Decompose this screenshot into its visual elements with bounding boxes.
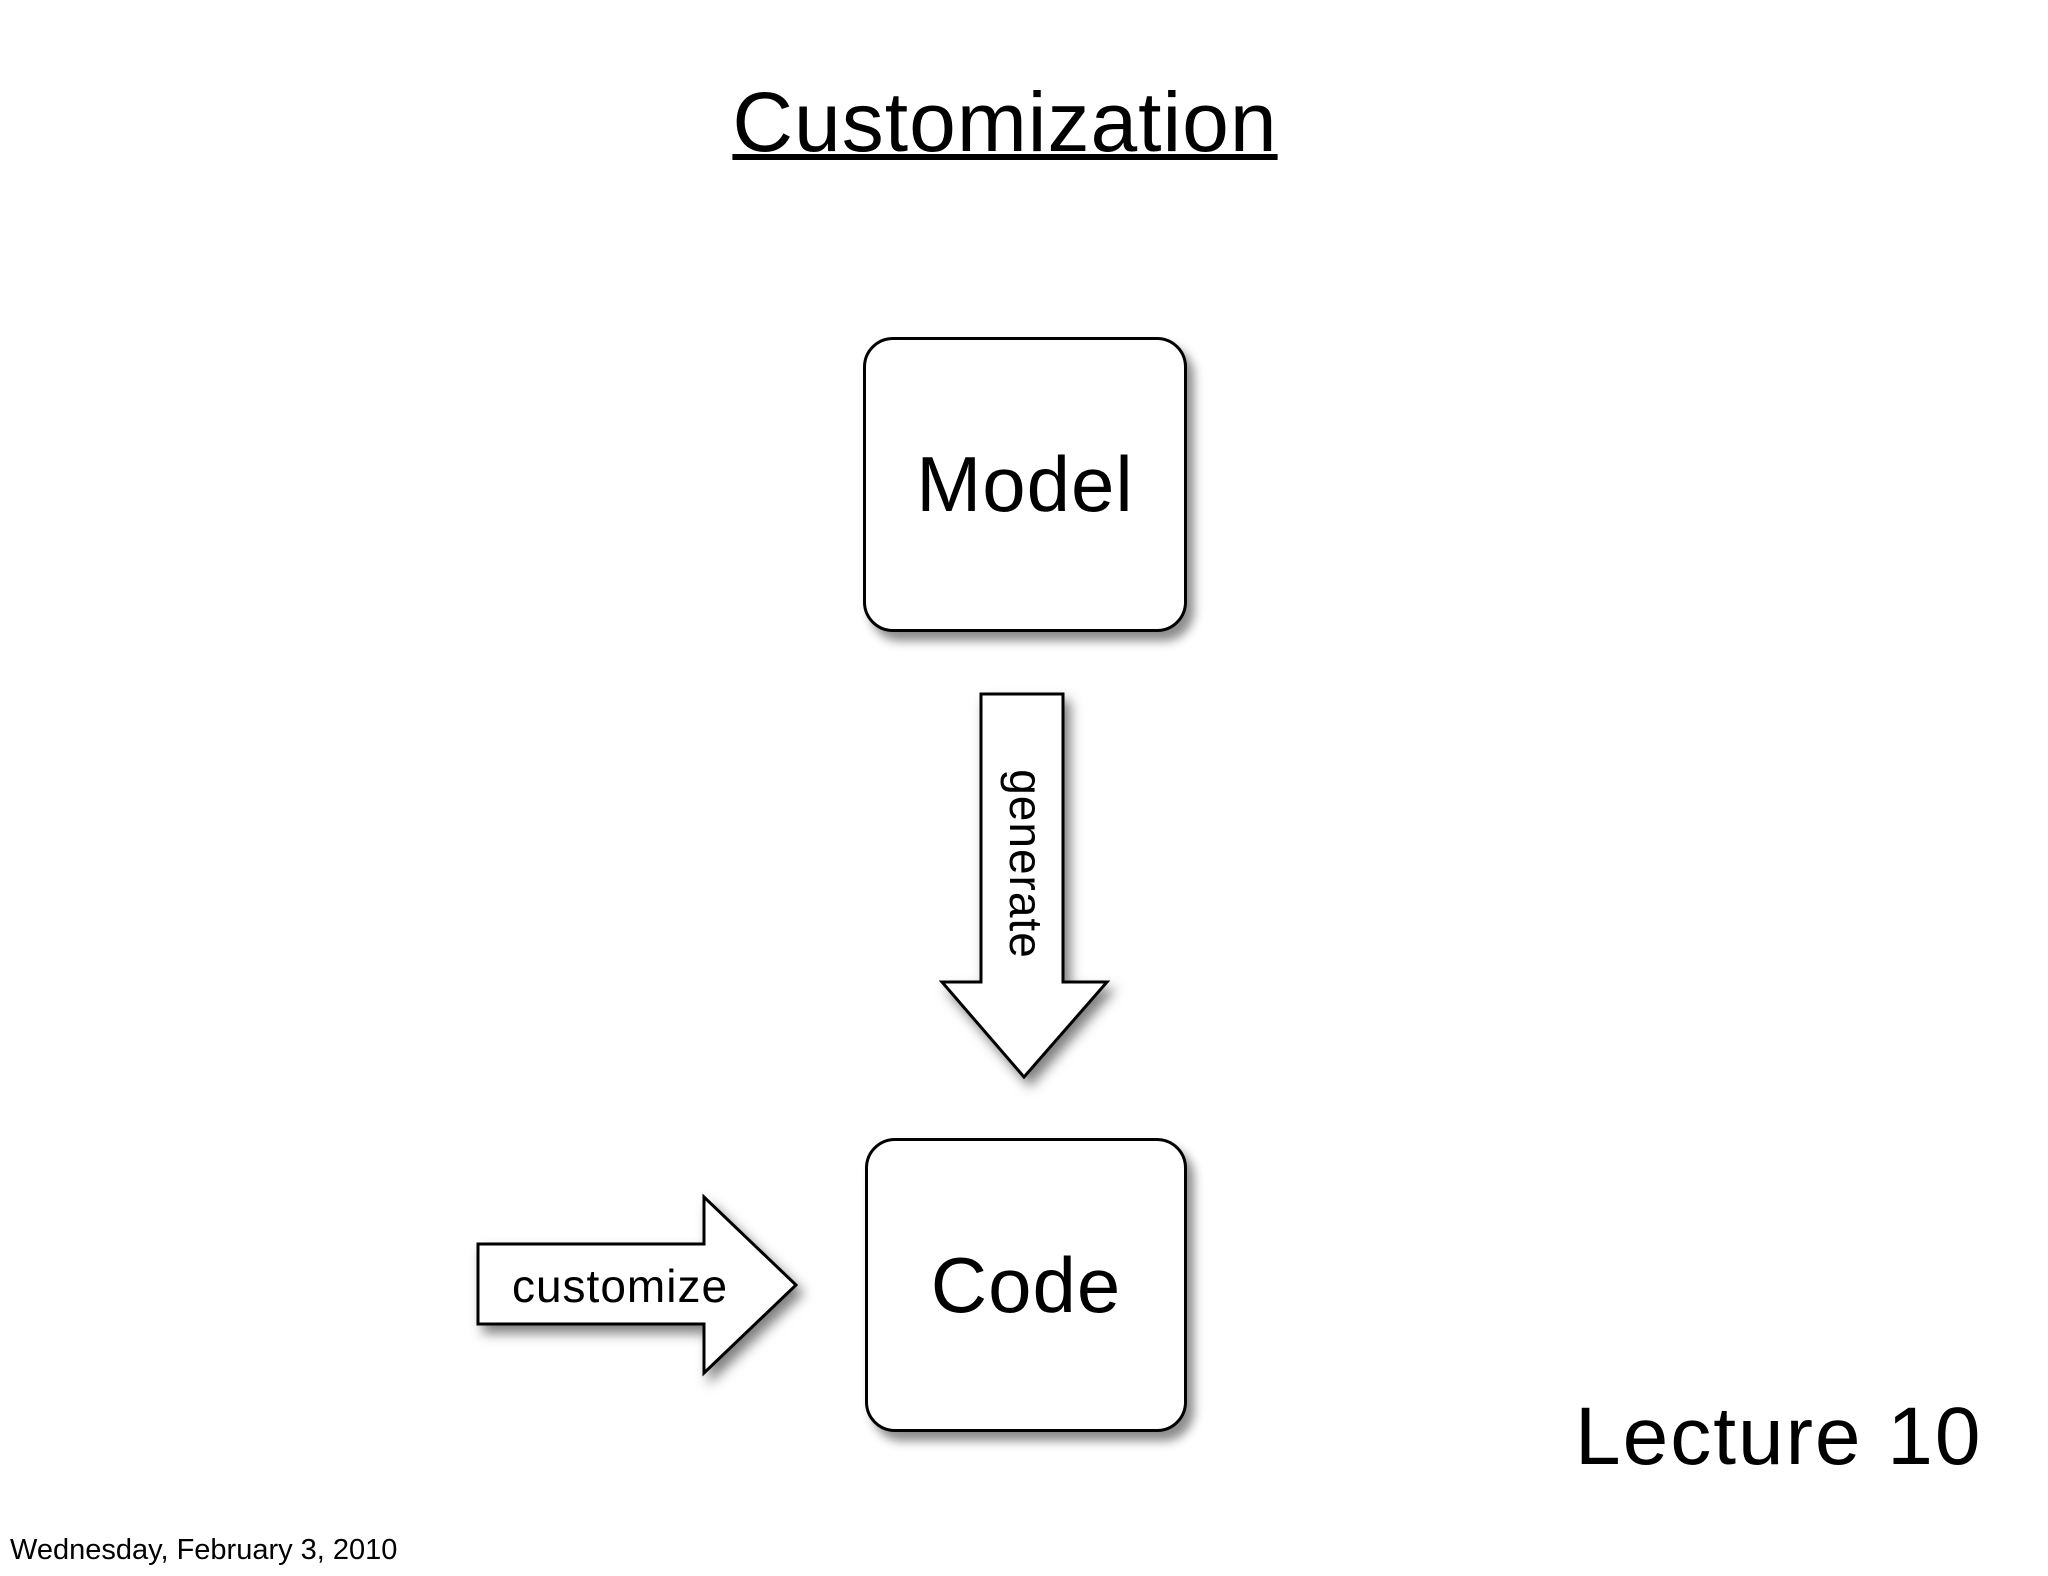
date-stamp: Wednesday, February 3, 2010 [10,1534,398,1566]
down-arrow-shape [938,692,1111,1080]
customize-arrow-label: customize [511,1260,729,1312]
slide-title-text: Customization [732,75,1278,169]
model-box-label: Model [916,440,1134,528]
model-box: Model [863,337,1187,632]
right-arrow-shape [476,1193,799,1377]
code-box-label: Code [930,1240,1122,1329]
code-box: Code [865,1138,1187,1432]
generate-arrow-label: generate [1000,769,1052,959]
customize-right-arrow-icon [476,1193,799,1377]
slide-title: Customization [0,76,2010,168]
lecture-number-label: Lecture 10 [1575,1391,1983,1482]
generate-down-arrow-icon [938,692,1111,1080]
